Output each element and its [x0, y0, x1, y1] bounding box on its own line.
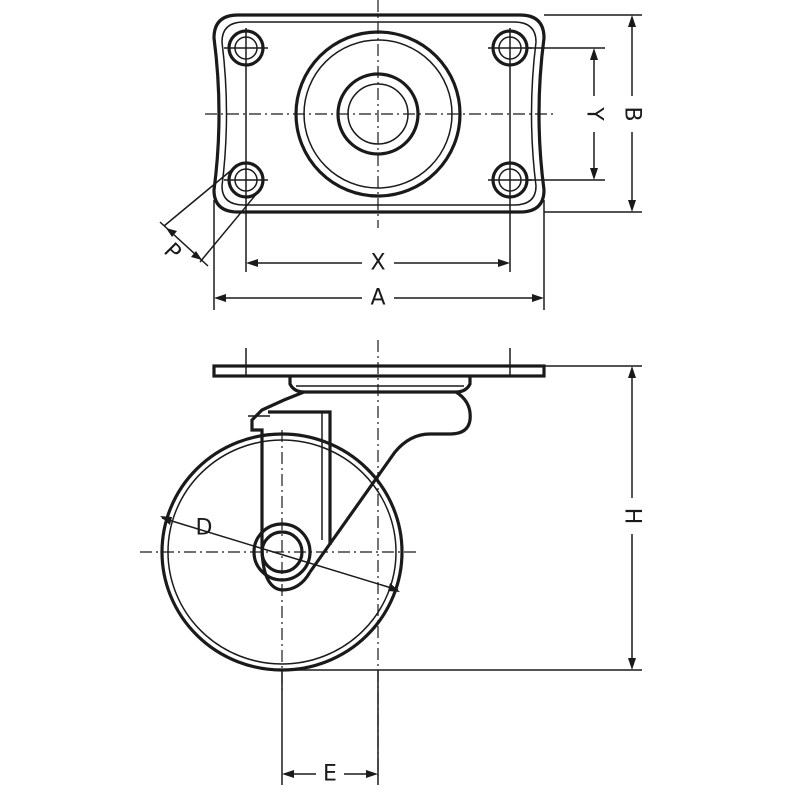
side-view: D H E — [140, 340, 645, 787]
side-plate — [212, 364, 546, 378]
dimension-b: B — [544, 14, 645, 213]
dimension-a: A — [213, 200, 545, 311]
dimension-a-label: A — [370, 286, 385, 311]
dimension-x-label: X — [370, 251, 385, 276]
caster-fork — [250, 390, 472, 573]
dimension-h-label: H — [620, 508, 645, 525]
dimension-y: Y — [528, 47, 607, 181]
dimension-p-label: P — [158, 238, 185, 265]
top-view: Y B X A — [158, 0, 645, 311]
dimension-h: H — [282, 365, 645, 671]
dimension-d: D — [160, 516, 400, 592]
swivel-bearing — [288, 377, 472, 394]
dimension-x: X — [246, 251, 510, 276]
dimension-y-label: Y — [582, 106, 607, 121]
mounting-plate-outline — [212, 13, 546, 214]
dimension-p: P — [158, 167, 259, 267]
dimension-b-label: B — [620, 106, 645, 121]
dimension-d-label: D — [196, 516, 213, 541]
dimension-e: E — [281, 670, 379, 787]
dimension-e-label: E — [323, 762, 337, 787]
mounting-plate-inner-line — [221, 21, 537, 206]
